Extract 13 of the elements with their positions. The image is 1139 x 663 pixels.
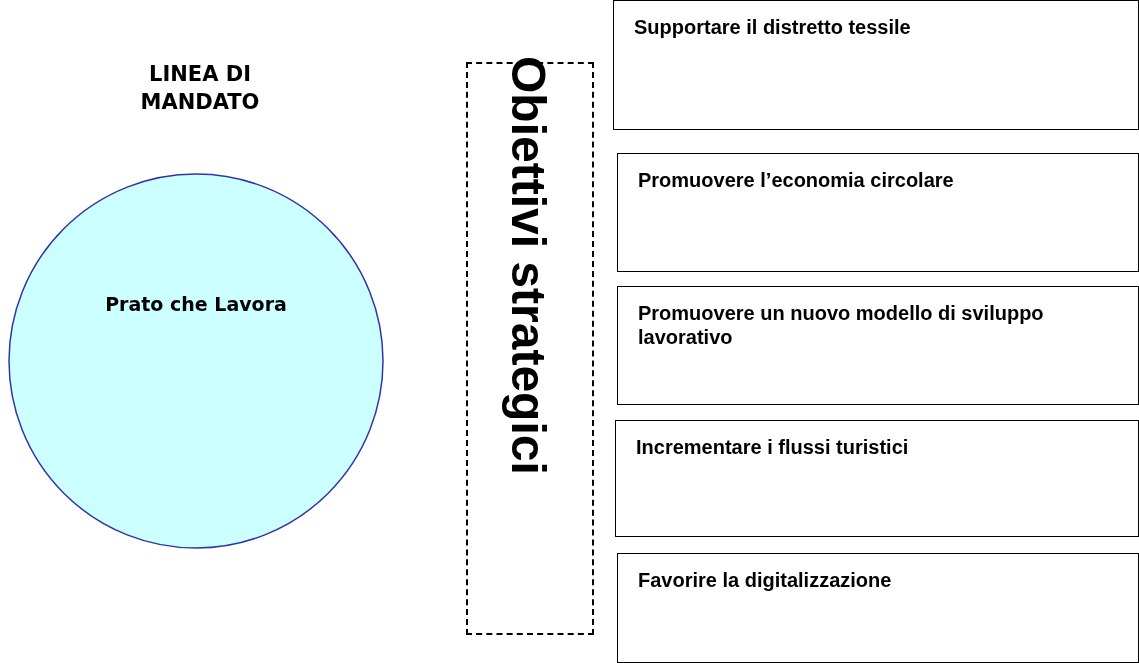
circle-label: Prato che Lavora — [104, 292, 288, 316]
goal-box — [617, 286, 1139, 405]
vertical-title: Obiettivi strategici — [501, 56, 556, 475]
goal-box — [617, 153, 1139, 272]
goal-box — [617, 553, 1139, 663]
goal-box — [615, 420, 1139, 537]
heading-text: LINEA DI MANDATO — [139, 61, 261, 116]
goal-text: Favorire la digitalizzazione — [638, 568, 893, 592]
goal-text: Supportare il distretto tessile — [634, 15, 912, 39]
goal-box — [613, 0, 1139, 130]
goal-text: Incrementare i flussi turistici — [636, 435, 910, 459]
goal-text: Promuovere l’economia circolare — [638, 168, 955, 192]
goal-text: Promuovere un nuovo modello di sviluppo lavorativo — [638, 301, 1045, 349]
